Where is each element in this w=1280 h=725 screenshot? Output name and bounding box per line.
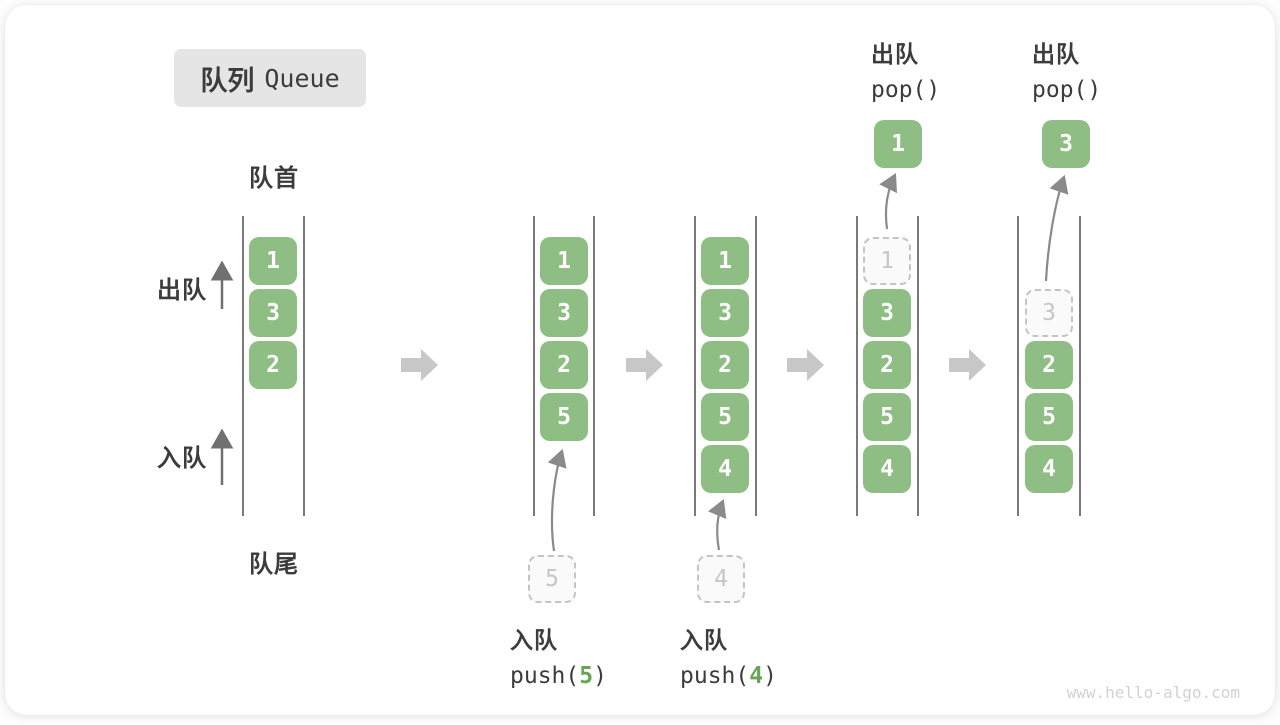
enqueue-arrow-push5 bbox=[547, 448, 567, 552]
diagram-card: 队列 Queue 队首 队尾 出队 入队 bbox=[5, 5, 1275, 715]
flow-arrow-icon bbox=[401, 349, 438, 381]
queue-cell: 5 bbox=[1025, 393, 1073, 441]
queue-cell: 2 bbox=[863, 341, 911, 389]
dequeue-side-label: 出队 bbox=[157, 277, 207, 304]
enqueue-annotation-1: 入队 push(5) bbox=[510, 621, 607, 689]
dequeue-code-label: pop() bbox=[1032, 77, 1102, 103]
enqueue-arrow-push4 bbox=[707, 498, 727, 551]
enqueue-action-label: 入队 bbox=[680, 627, 728, 653]
queue-cell: 2 bbox=[249, 341, 297, 389]
arrows-overlay bbox=[210, 173, 1081, 552]
queue-cell: 2 bbox=[701, 341, 749, 389]
queue-cell: 1 bbox=[701, 237, 749, 285]
queue-rear-label: 队尾 bbox=[249, 551, 299, 578]
queue-cell: 5 bbox=[863, 393, 911, 441]
dequeue-code-label: pop() bbox=[871, 77, 941, 103]
flow-arrow-icon bbox=[787, 349, 824, 381]
queue-cell: 4 bbox=[863, 445, 911, 493]
enqueue-annotation-2: 入队 push(4) bbox=[680, 621, 777, 689]
enqueue-action-label: 入队 bbox=[510, 627, 558, 653]
title-en: Queue bbox=[264, 63, 340, 93]
dequeue-arrow-pop1 bbox=[879, 173, 897, 230]
queue-cell: 2 bbox=[540, 341, 588, 389]
title-zh: 队列 bbox=[200, 65, 255, 96]
enqueue-code-label: push(5) bbox=[510, 663, 607, 689]
queue-cell: 3 bbox=[249, 289, 297, 337]
dequeue-annotation-1: 出队 pop() bbox=[871, 35, 940, 103]
title-badge: 队列 Queue bbox=[174, 49, 366, 107]
dequeue-annotation-2: 出队 pop() bbox=[1032, 35, 1101, 103]
queue-cell: 1 bbox=[249, 237, 297, 285]
popped-cell: 1 bbox=[874, 120, 922, 168]
enqueue-side-label: 入队 bbox=[157, 445, 207, 472]
ghost-cell: 3 bbox=[1025, 289, 1073, 337]
queue-front-label: 队首 bbox=[249, 165, 299, 192]
dequeue-arrow-pop3 bbox=[1044, 174, 1069, 282]
incoming-cell: 5 bbox=[528, 555, 576, 603]
enqueue-arg: 5 bbox=[579, 663, 594, 689]
enqueue-arg: 4 bbox=[749, 663, 764, 689]
queue-cell: 5 bbox=[540, 393, 588, 441]
queue-cell: 5 bbox=[701, 393, 749, 441]
queue-cell: 4 bbox=[1025, 445, 1073, 493]
flow-arrow-icon bbox=[626, 349, 663, 381]
queue-cell: 1 bbox=[540, 237, 588, 285]
incoming-cell: 4 bbox=[697, 555, 745, 603]
watermark: www.hello-algo.com bbox=[1066, 683, 1240, 702]
queue-cell: 3 bbox=[863, 289, 911, 337]
enqueue-code-label: push(4) bbox=[680, 663, 777, 689]
popped-cell: 3 bbox=[1042, 120, 1090, 168]
dequeue-action-label: 出队 bbox=[871, 41, 919, 67]
queue-cell: 3 bbox=[540, 289, 588, 337]
queue-cell: 3 bbox=[701, 289, 749, 337]
dequeue-action-label: 出队 bbox=[1032, 41, 1080, 67]
ghost-cell: 1 bbox=[863, 237, 911, 285]
flow-arrow-icon bbox=[949, 349, 986, 381]
queue-cell: 4 bbox=[701, 445, 749, 493]
queue-cell: 2 bbox=[1025, 341, 1073, 389]
queue-rails bbox=[242, 216, 1081, 516]
